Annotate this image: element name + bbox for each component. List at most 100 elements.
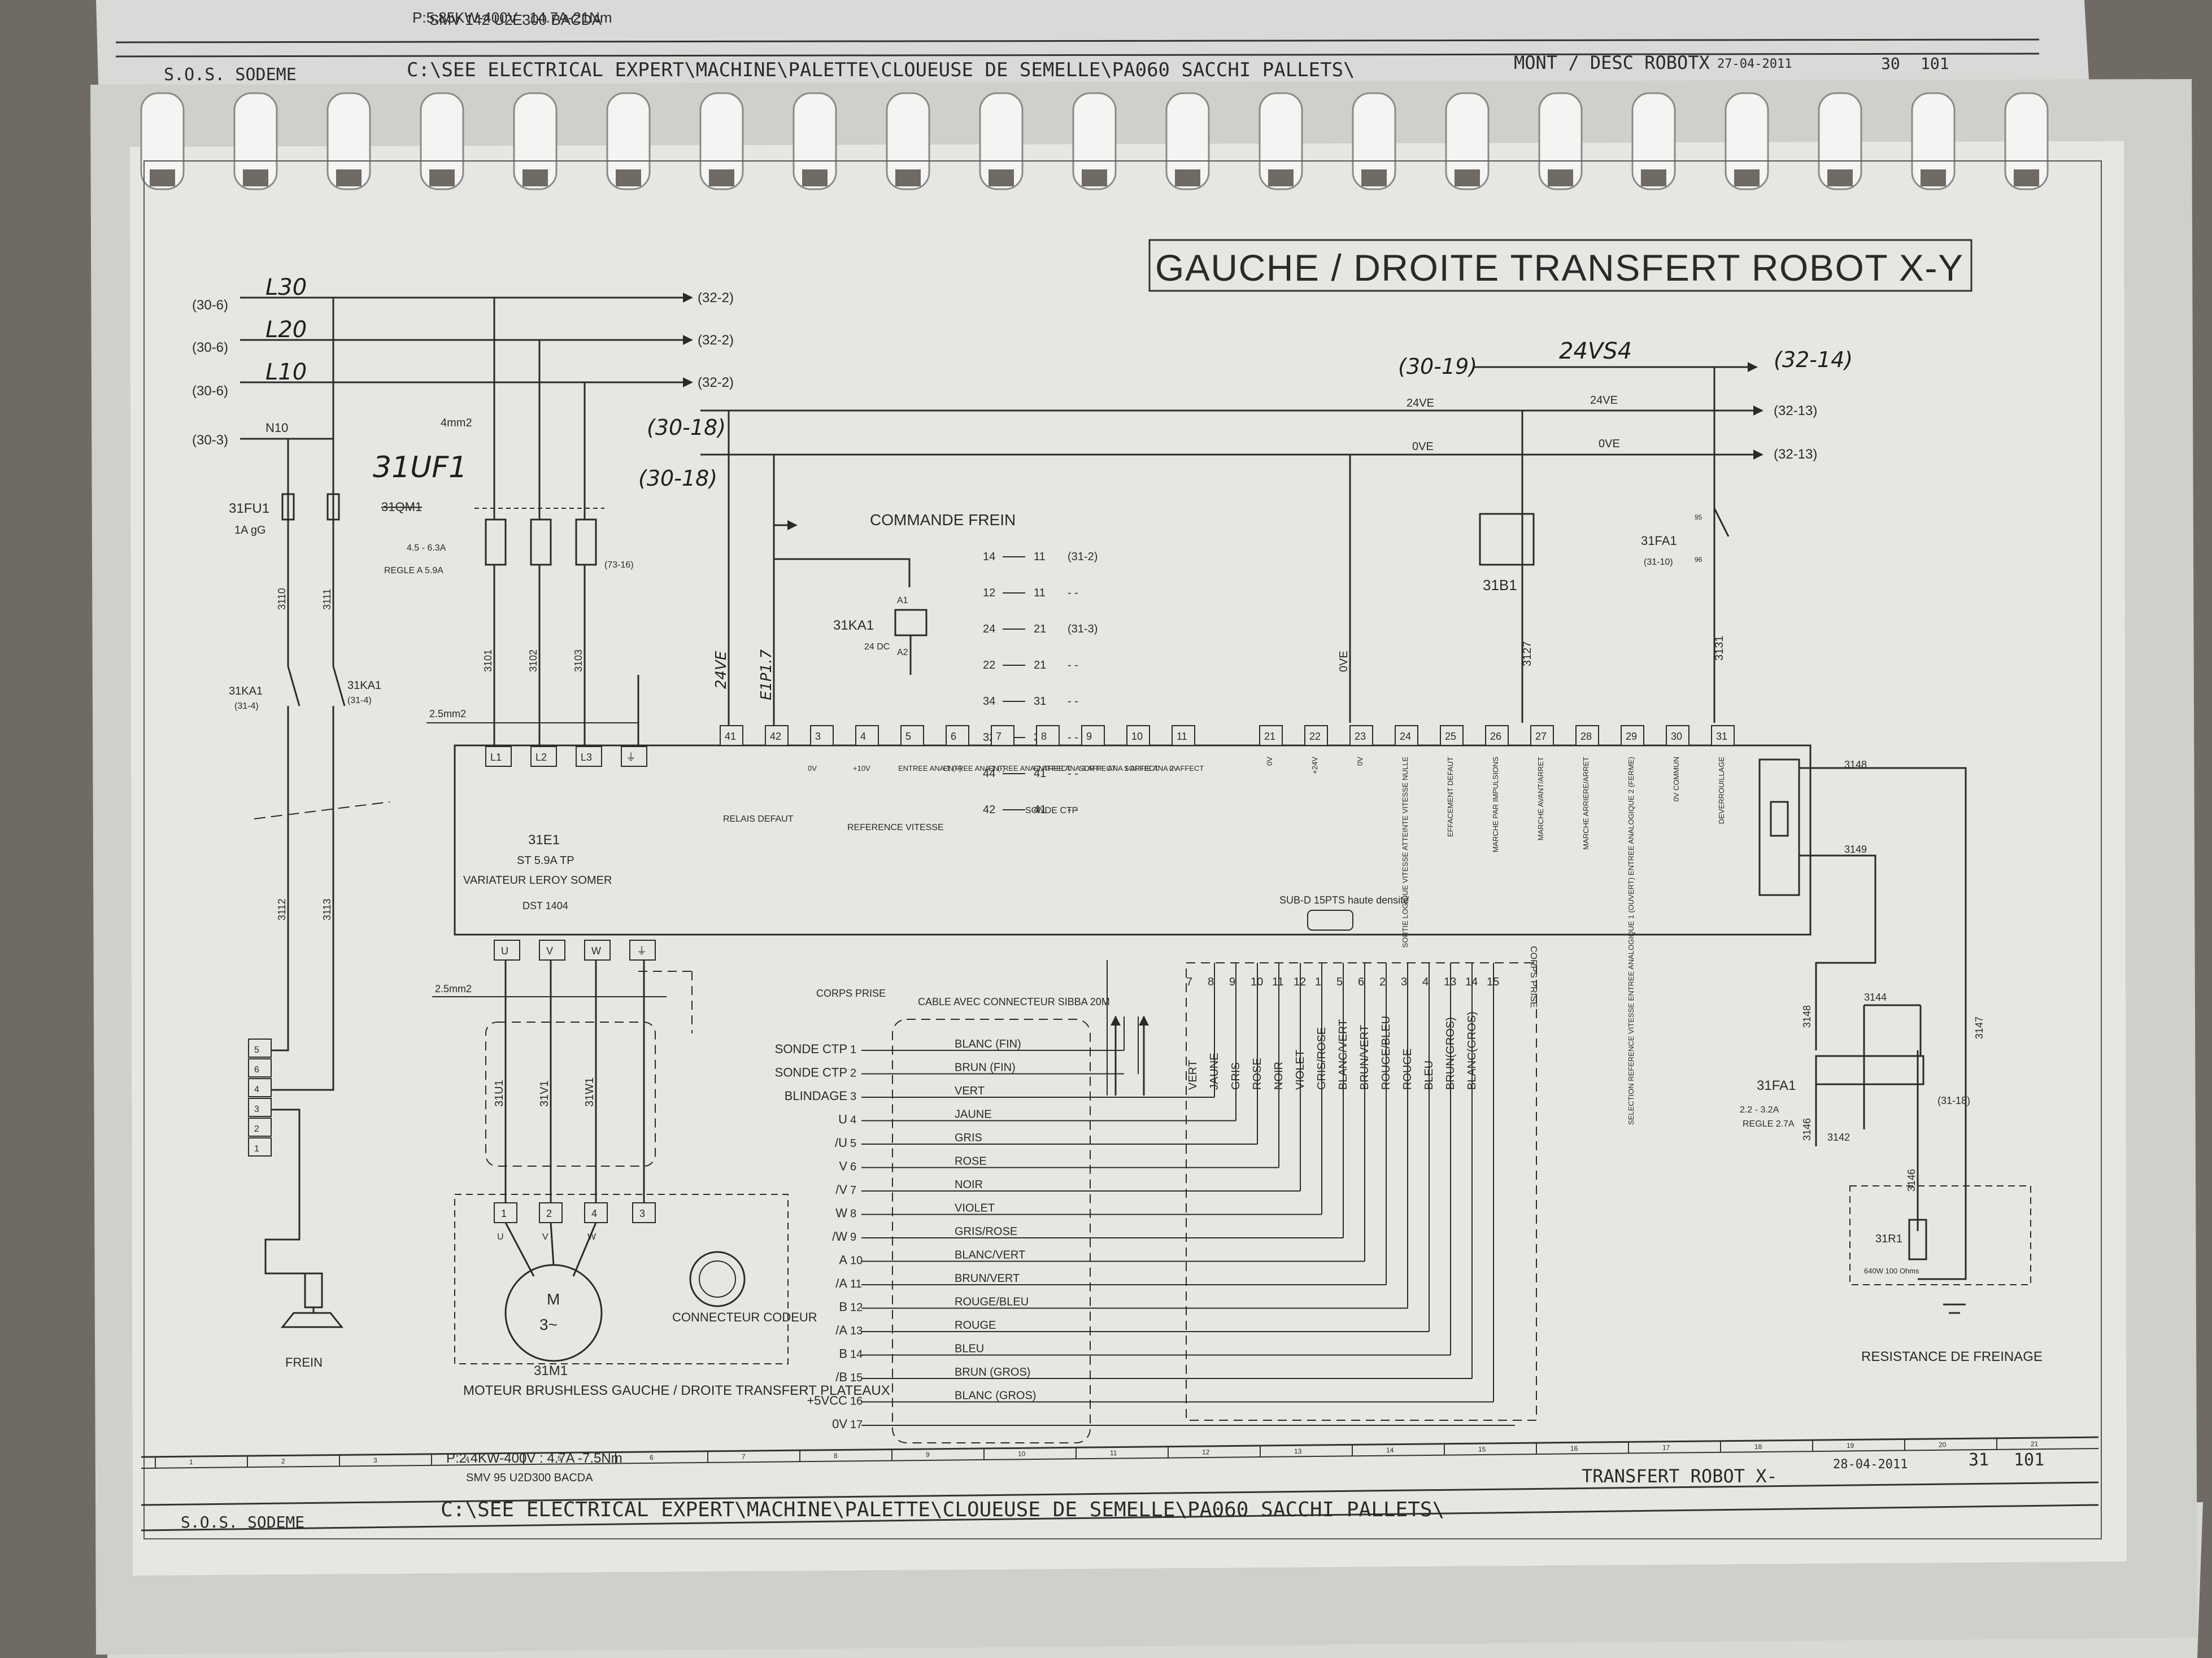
control-terminal (1395, 725, 1418, 746)
brk-wire-6: 3147 (1974, 1016, 1985, 1039)
motor-ref: 31M1 (534, 1363, 568, 1378)
control-terminal (991, 725, 1014, 746)
output-terminal (494, 940, 520, 961)
brk-wire-5: 3146 (1906, 1169, 1917, 1192)
cable-signal: +5VCC (807, 1394, 847, 1408)
cable-pin: 13 (850, 1325, 863, 1337)
ka-ref-2: 31KA1 (347, 679, 381, 692)
cable-signal: /U (835, 1136, 847, 1150)
main-sheet (130, 141, 2127, 1576)
vertical-colour-label: NOIR (1273, 1062, 1285, 1090)
brake-terminal (248, 1039, 272, 1058)
binding-ring (1725, 92, 1769, 190)
cable-pin: 1 (850, 1044, 856, 1056)
power-terminal-label: L3 (581, 752, 592, 763)
contact-to: 31 (1034, 695, 1046, 708)
rail-0ve-a: 0VE (1412, 440, 1434, 453)
control-terminal-label: 0V (1265, 757, 1274, 766)
control-terminal-number: 4 (860, 731, 866, 742)
sub-d-pin: 9 (1229, 976, 1235, 988)
brk-relay-ref: 31FA1 (1757, 1078, 1796, 1093)
group-sonde-ctp: SONDE CTP (1025, 806, 1078, 815)
brake-terminal (248, 1078, 272, 1097)
output-terminal-label: U (501, 945, 508, 957)
control-terminal-number: 26 (1490, 731, 1501, 742)
fuse-wire-2: 3111 (321, 589, 333, 610)
control-terminal-number: 24 (1400, 731, 1411, 742)
cable-pin: 11 (850, 1278, 862, 1290)
prev-company: S.O.S. SODEME (164, 65, 297, 85)
brk-wire-4: 3144 (1864, 992, 1887, 1003)
motor-phase-label: V (542, 1232, 548, 1242)
brk-wire-3: 3148 (1801, 1005, 1813, 1028)
contact-ref: - - (1068, 731, 1078, 744)
brk-relay-setting: REGLE 2.7A (1743, 1119, 1795, 1129)
output-terminal (629, 940, 656, 961)
l10-to: (32-2) (698, 375, 734, 390)
control-terminal-label: MARCHE AVANT/ARRET (1536, 757, 1545, 840)
binding-ring (886, 92, 930, 190)
binding-hole (1641, 169, 1666, 186)
cable-signal: U (838, 1112, 847, 1127)
sub-d-pin: 11 (1272, 976, 1284, 988)
contact-ref: - - (1068, 804, 1078, 816)
control-terminal (1440, 725, 1464, 746)
fuse-wire-1: 3110 (276, 588, 288, 610)
brake-wire-e1p1: E1P1.7 (758, 649, 775, 700)
binding-hole (1175, 169, 1200, 186)
l30-from: (30-6) (192, 298, 228, 313)
control-terminal-number: 25 (1445, 731, 1456, 742)
cable-colour: VIOLET (955, 1202, 995, 1215)
cable-colour: BLANC (GROS) (955, 1390, 1036, 1402)
control-terminal-label: SORTIE ANA 2 AFFECT (1124, 764, 1204, 773)
motor-terminal-label: 2 (546, 1208, 552, 1219)
vertical-colour-label: JAUNE (1208, 1053, 1221, 1090)
binding-ring (793, 92, 837, 190)
brake-terminal (248, 1137, 272, 1157)
brk-wire-7: 3142 (1827, 1132, 1850, 1143)
sub-d-pin: 7 (1186, 976, 1192, 988)
binding-ring (1352, 92, 1396, 190)
sub-d-pin: 15 (1487, 976, 1499, 988)
binding-hole (1082, 169, 1107, 186)
prev-date: 27-04-2011 (1717, 57, 1792, 71)
brk-res-ref: 31R1 (1875, 1233, 1902, 1245)
binding-ring (1538, 92, 1583, 190)
cable-colour: ROSE (955, 1155, 987, 1168)
binding-ring (1072, 92, 1117, 190)
ruler-number: 20 (1939, 1441, 1947, 1449)
l20-label: L20 (265, 317, 307, 343)
binding-ring (979, 92, 1024, 190)
brake-relay-voltage: 24 DC (864, 642, 890, 652)
prev-total: 101 (1921, 54, 1949, 73)
sub-d-pin: 2 (1379, 976, 1386, 988)
corps-prise: CORPS PRISE (816, 988, 886, 999)
sub-d-pin: 13 (1444, 976, 1456, 988)
cable-pin: 12 (850, 1302, 863, 1314)
brake-terminal-label: 3 (254, 1105, 259, 1114)
cable-signal: /A (835, 1276, 847, 1290)
rail-0ve-b: 0VE (1599, 438, 1620, 450)
control-rails: (30-19) 24VS4 (32-14) (30-18) (30-18) 24… (638, 338, 1853, 740)
control-terminal-label: ENTREE ANA 3 AFFECT (1034, 764, 1116, 773)
control-terminal (946, 725, 969, 746)
control-terminal (1349, 725, 1373, 746)
binding-ring (1445, 92, 1490, 190)
ka-wire-2: 3113 (321, 898, 333, 920)
motor-terminal-label: 3 (639, 1208, 645, 1219)
binding-ring (233, 92, 278, 190)
motor-wire-w: 31W1 (584, 1077, 596, 1107)
breaker-wire-1: 3101 (482, 649, 494, 672)
ruler-number: 6 (650, 1454, 654, 1461)
sub-d-pin: 1 (1315, 976, 1321, 988)
encoder-label: CONNECTEUR CODEUR (672, 1310, 817, 1324)
bus-from-b: (30-18) (638, 466, 717, 491)
binding-ring (1259, 92, 1303, 190)
cable-signal: /B (835, 1370, 847, 1384)
cable-signal: B (839, 1347, 847, 1361)
brake-terminal (248, 1118, 272, 1137)
brake-relay-a1: A1 (897, 596, 908, 605)
binding-ring (420, 92, 464, 190)
drive-model: ST 5.9A TP (517, 854, 574, 867)
motor-breaker: 4mm2 31UF1 31QM1 4.5 - 6.3A REGLE A 5.9A… (373, 298, 639, 745)
